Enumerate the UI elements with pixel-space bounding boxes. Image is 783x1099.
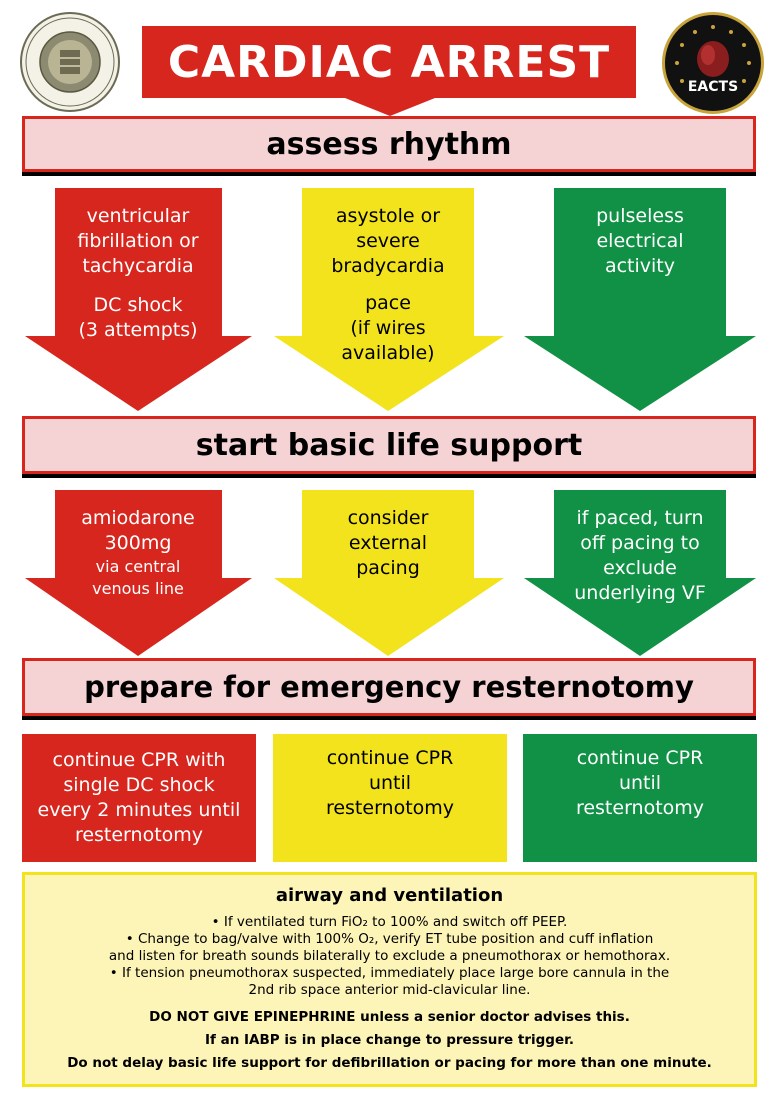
vf-action1: DC shock bbox=[93, 294, 183, 316]
pea-step2-line3: exclude bbox=[603, 557, 677, 579]
pea-label: pulseless electrical activity bbox=[554, 204, 726, 279]
assess-rhythm-band: assess rhythm bbox=[22, 116, 756, 172]
asystole-action3: available) bbox=[341, 342, 435, 364]
vf-line2: fibrillation or bbox=[77, 230, 199, 252]
airway-bullet-3b: 2nd rib space anterior mid-clavicular li… bbox=[248, 982, 531, 998]
vf-action2: (3 attempts) bbox=[78, 319, 198, 341]
vf-step2-arrow bbox=[25, 490, 252, 656]
pea-arrow bbox=[524, 188, 756, 411]
eacts-logo: EACTS bbox=[662, 12, 764, 114]
asystole-step3-line2: until bbox=[368, 772, 412, 794]
asystole-step2-arrow bbox=[274, 490, 504, 656]
asystole-step3-line1: continue CPR bbox=[326, 747, 454, 769]
title-banner bbox=[142, 26, 636, 98]
vf-line3: tachycardia bbox=[82, 255, 194, 277]
band-shadow bbox=[22, 712, 756, 720]
warning-epinephrine: DO NOT GIVE EPINEPHRINE unless a senior … bbox=[149, 1009, 630, 1025]
warning-delay: Do not delay basic life support for defi… bbox=[67, 1055, 712, 1071]
asystole-line2: severe bbox=[356, 230, 420, 252]
asystole-step3-box: continue CPR until resternotomy bbox=[273, 734, 507, 862]
vf-line1: ventricular bbox=[86, 205, 190, 227]
asystole-line1: asystole or bbox=[335, 205, 441, 227]
pea-step2-label: if paced, turn off pacing to exclude und… bbox=[554, 506, 726, 606]
vf-step2-line2: 300mg bbox=[104, 532, 172, 554]
airway-title: airway and ventilation bbox=[275, 885, 504, 906]
vf-step3-line4: resternotomy bbox=[74, 824, 204, 846]
vf-arrow bbox=[25, 188, 252, 411]
pea-step2-line4: underlying VF bbox=[574, 582, 706, 604]
airway-bullet-3a: • If tension pneumothorax suspected, imm… bbox=[109, 965, 670, 981]
asystole-step2-line3: pacing bbox=[356, 557, 420, 579]
title-pointer bbox=[340, 96, 440, 116]
airway-panel: airway and ventilation • If ventilated t… bbox=[22, 872, 757, 1087]
pea-line3: activity bbox=[604, 255, 676, 277]
pea-step3-box: continue CPR until resternotomy bbox=[523, 734, 757, 862]
vf-step2-label: amiodarone 300mg via central venous line bbox=[52, 506, 224, 600]
row1-arrows bbox=[25, 188, 756, 411]
pea-step2-arrow bbox=[524, 490, 756, 656]
airway-bullet-2a: • Change to bag/valve with 100% O₂, veri… bbox=[125, 931, 654, 947]
vf-label: ventricular fibrillation or tachycardia … bbox=[52, 204, 224, 343]
resternotomy-band: prepare for emergency resternotomy bbox=[22, 658, 756, 716]
airway-bullet-2b: and listen for breath sounds bilaterally… bbox=[108, 948, 671, 964]
vf-step3-line3: every 2 minutes until bbox=[37, 799, 241, 821]
asystole-step2-line2: external bbox=[348, 532, 428, 554]
asystole-action2: (if wires bbox=[350, 317, 426, 339]
airway-bullet-1: • If ventilated turn FiO₂ to 100% and sw… bbox=[211, 914, 568, 930]
asystole-step2-line1: consider bbox=[347, 507, 429, 529]
asystole-step3-line3: resternotomy bbox=[325, 797, 455, 819]
vf-step2-line4: venous line bbox=[92, 579, 184, 598]
eacts-logo-text: EACTS bbox=[687, 79, 739, 95]
asystole-step2-label: consider external pacing bbox=[302, 506, 474, 581]
band-shadow bbox=[22, 168, 756, 176]
page-title: CARDIAC ARREST bbox=[167, 36, 611, 88]
vf-step3-line1: continue CPR with bbox=[52, 749, 226, 771]
pea-line1: pulseless bbox=[596, 205, 684, 227]
vf-step3-line2: single DC shock bbox=[63, 774, 215, 796]
sts-logo bbox=[20, 12, 120, 112]
pea-step3-line2: until bbox=[618, 772, 662, 794]
asystole-action1: pace bbox=[365, 292, 411, 314]
vf-step2-line3: via central bbox=[95, 557, 181, 576]
warning-iabp: If an IABP is in place change to pressur… bbox=[205, 1032, 574, 1048]
pea-step2-line1: if paced, turn bbox=[576, 507, 704, 529]
vf-step2-line1: amiodarone bbox=[81, 507, 195, 529]
vf-step3-box: continue CPR with single DC shock every … bbox=[22, 734, 256, 862]
asystole-label: asystole or severe bradycardia pace (if … bbox=[302, 204, 474, 366]
pea-step3-line1: continue CPR bbox=[576, 747, 704, 769]
basic-life-support-band: start basic life support bbox=[22, 416, 756, 474]
asystole-line3: bradycardia bbox=[331, 255, 445, 277]
row2-arrows bbox=[25, 490, 756, 656]
pea-line2: electrical bbox=[596, 230, 684, 252]
asystole-arrow bbox=[274, 188, 504, 411]
pea-step2-line2: off pacing to bbox=[580, 532, 700, 554]
pea-step3-line3: resternotomy bbox=[575, 797, 705, 819]
band-shadow bbox=[22, 470, 756, 478]
